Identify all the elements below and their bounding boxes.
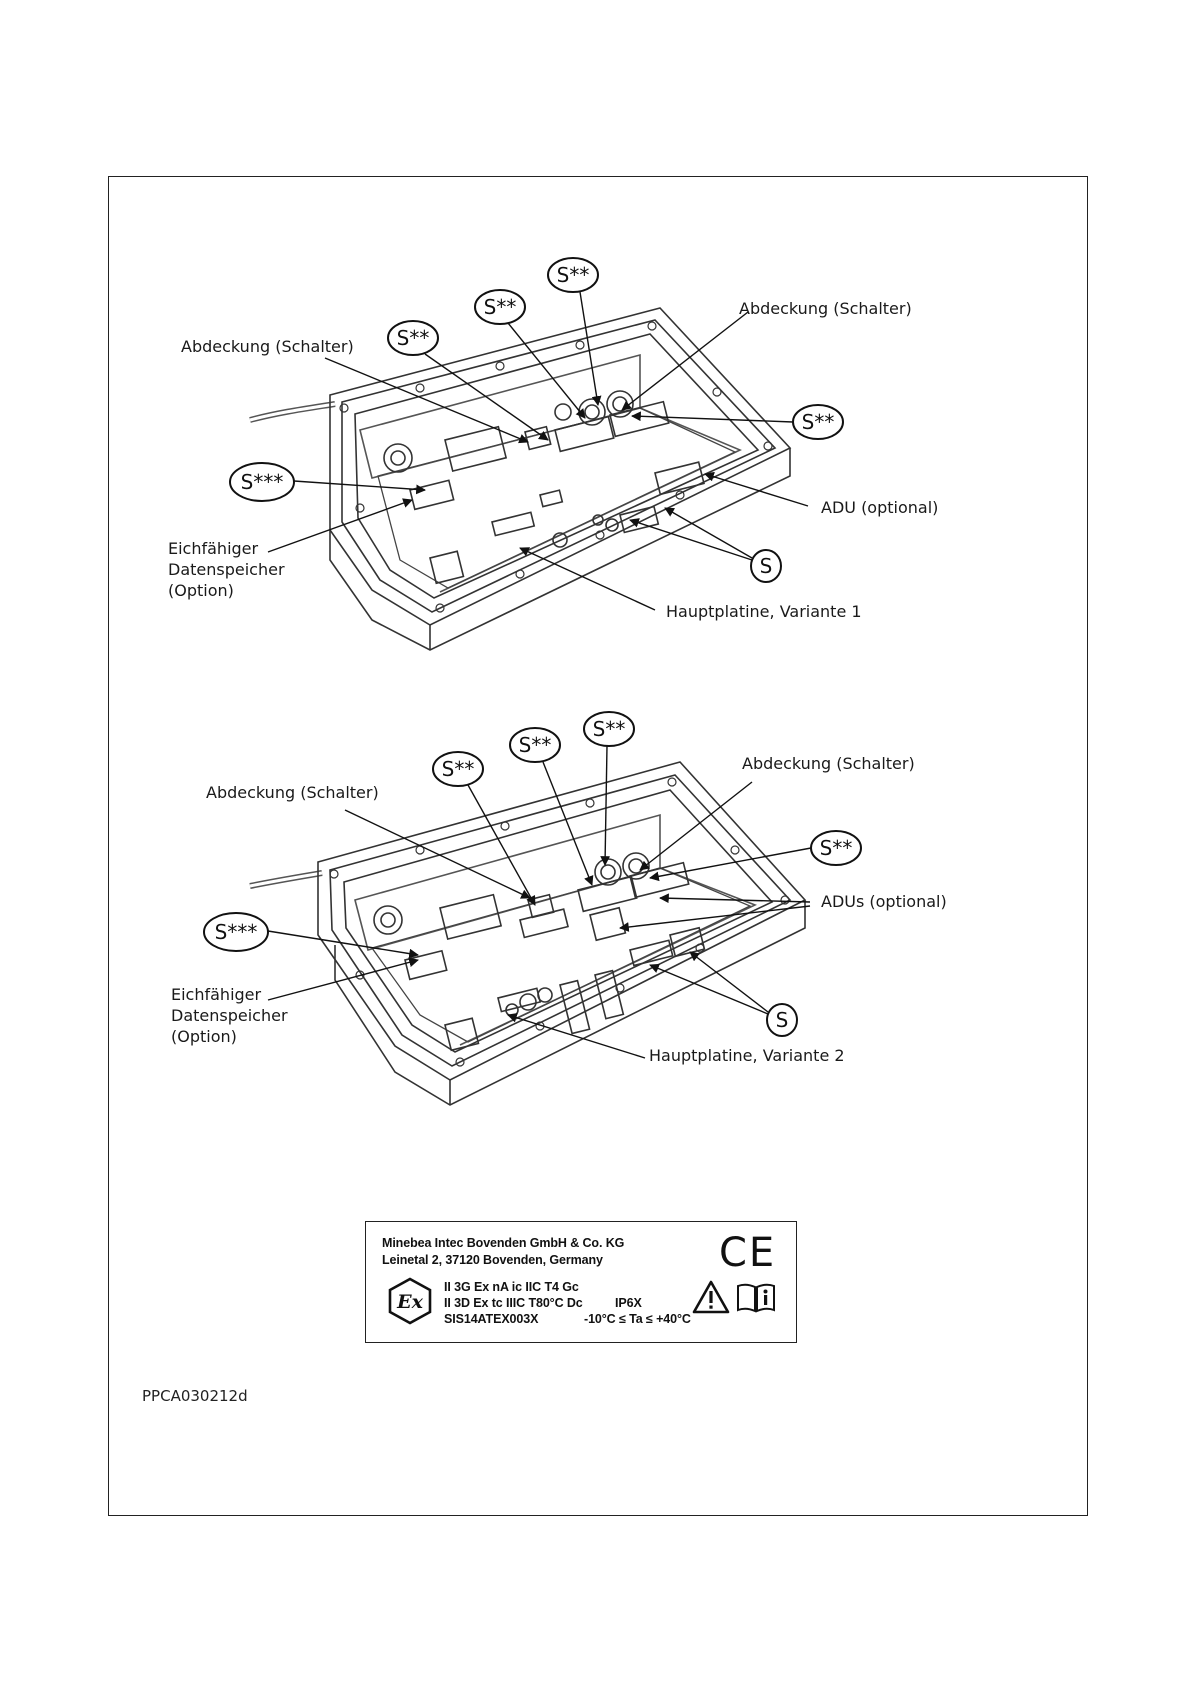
seal-label: S — [760, 554, 773, 578]
label-cover-switch-right: Abdeckung (Schalter) — [742, 754, 915, 773]
seal-label: S*** — [241, 470, 284, 494]
nameplate: Minebea Intec Bovenden GmbH & Co. KG Lei… — [365, 1221, 797, 1343]
nameplate-marking-gas: II 3G Ex nA ic IIC T4 Gc — [444, 1280, 579, 1294]
seal-label: S** — [593, 717, 626, 741]
seal-labels-2: S** S** S** S** S*** S — [215, 717, 853, 1032]
seal-label: S** — [802, 410, 835, 434]
nameplate-address: Leinetal 2, 37120 Bovenden, Germany — [382, 1253, 603, 1267]
seal-label: S** — [820, 836, 853, 860]
ex-mark-text: Ex — [396, 1291, 423, 1313]
ex-mark-icon: Ex — [388, 1277, 432, 1325]
seal-label: S** — [397, 326, 430, 350]
leader-lines-1 — [267, 291, 809, 611]
label-adu: ADU (optional) — [821, 498, 939, 517]
document-code: PPCA030212d — [142, 1387, 248, 1405]
label-memory-line3: (Option) — [168, 581, 234, 600]
label-cover-switch-right: Abdeckung (Schalter) — [739, 299, 912, 318]
seal-label: S** — [442, 757, 475, 781]
page-frame — [108, 176, 1088, 1516]
nameplate-ip-rating: IP6X — [615, 1296, 642, 1310]
label-adus: ADUs (optional) — [821, 892, 947, 911]
ce-mark-icon: CE — [719, 1230, 777, 1276]
label-memory-line1: Eichfähiger — [168, 539, 259, 558]
manual-info-icon — [737, 1283, 775, 1313]
housing-drawing-2 — [249, 761, 807, 1106]
seal-label: S — [776, 1008, 789, 1032]
nameplate-marking-dust: II 3D Ex tc IIIC T80°C Dc — [444, 1296, 583, 1310]
label-memory-line2: Datenspeicher — [168, 560, 285, 579]
seal-marker — [203, 711, 862, 1037]
label-cover-switch-left: Abdeckung (Schalter) — [181, 337, 354, 356]
seal-label: S** — [519, 733, 552, 757]
housing-drawing-1 — [249, 307, 792, 651]
warning-triangle-icon — [692, 1280, 730, 1314]
seal-label: S** — [557, 263, 590, 287]
seal-label: S*** — [215, 920, 258, 944]
label-mainboard: Hauptplatine, Variante 2 — [649, 1046, 845, 1065]
label-memory-line3: (Option) — [171, 1027, 237, 1046]
label-memory-line2: Datenspeicher — [171, 1006, 288, 1025]
nameplate-temperature: -10°C ≤ Ta ≤ +40°C — [584, 1312, 691, 1326]
label-mainboard: Hauptplatine, Variante 1 — [666, 602, 862, 621]
seal-labels-1: S** S** S** S** S*** S — [241, 263, 835, 578]
seal-label: S** — [484, 295, 517, 319]
nameplate-company: Minebea Intec Bovenden GmbH & Co. KG — [382, 1236, 625, 1250]
label-cover-switch-left: Abdeckung (Schalter) — [206, 783, 379, 802]
leader-lines-2 — [267, 745, 812, 1059]
label-memory-line1: Eichfähiger — [171, 985, 262, 1004]
nameplate-certificate: SIS14ATEX003X — [444, 1312, 539, 1326]
label-memory: Eichfähiger Datenspeicher (Option) — [168, 538, 285, 601]
label-memory: Eichfähiger Datenspeicher (Option) — [171, 984, 288, 1047]
